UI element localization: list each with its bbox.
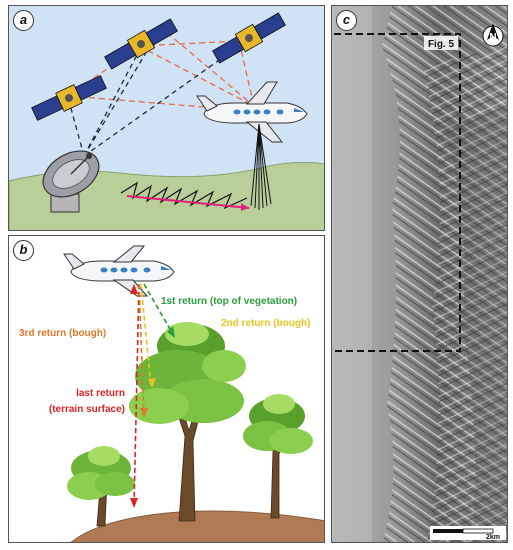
scan-zigzag [120,181,248,210]
fig5-inset-box [334,33,461,352]
second-return-label: 2nd return (bough) [221,318,310,329]
panel-b-illustration: 1st return (top of vegetation) 2nd retur… [19,245,324,542]
first-return-label: 1st return (top of vegetation) [161,296,297,307]
panel-a-letter: a [13,10,34,31]
first-return-ray [143,283,175,337]
satellite-icon [104,18,178,70]
scale-bar: 2km [430,526,506,541]
panel-b-letter: b [13,240,34,261]
second-return-ray [140,283,152,387]
north-label: N [489,32,496,43]
return-arrowheads [130,284,175,508]
last-return-label-line2: (terrain surface) [49,404,125,415]
last-return-label-line1: last return [76,388,125,399]
scan-direction-arrow [126,195,250,209]
panel-a-illustration [9,12,324,230]
inset-label: Fig. 5 [428,39,455,50]
third-return-label: 3rd return (bough) [19,328,106,339]
hillshade-map: Fig. 5 N 2km [332,6,507,542]
satellite-icon [31,75,107,121]
laser-beams [250,123,272,210]
panel-b-lidar-returns: b [8,235,325,543]
panel-c-hillshade-map: Fig. 5 N 2km c [331,5,508,543]
tree-canopy-icon [67,446,135,500]
north-arrow-icon: N [482,23,504,47]
scale-label: 2km [486,534,500,541]
terrain-mound [70,510,324,542]
panel-c-letter: c [336,10,357,31]
panel-a-lidar-system: a [8,5,325,231]
airplane-icon [63,245,175,297]
arrow-head-icon [241,203,249,211]
third-return-ray [138,283,145,417]
satellite-dish-icon [42,150,100,213]
airplane-icon [196,81,308,143]
satellite-icon [212,12,286,64]
last-return-ray [133,283,140,507]
tree-canopy-icon [243,394,313,454]
